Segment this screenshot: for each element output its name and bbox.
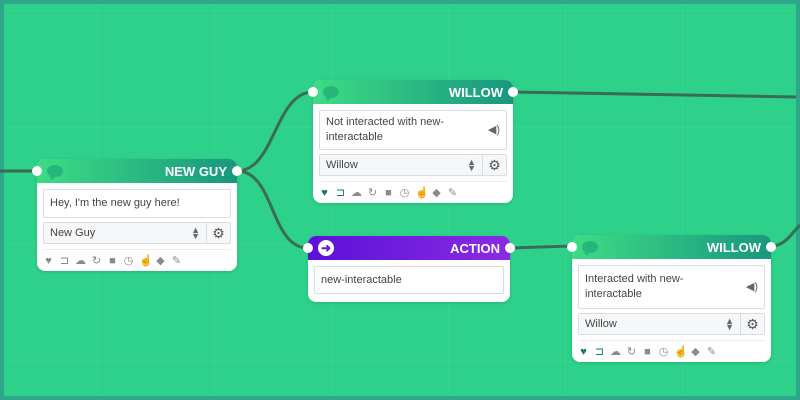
mic-icon[interactable]: ⊐ [594, 346, 605, 358]
action-text: new-interactable [321, 273, 402, 286]
refresh-icon[interactable]: ↻ [91, 255, 102, 267]
updown-icon: ▲▼ [467, 157, 476, 173]
tag-icon[interactable]: ◆ [691, 346, 700, 358]
settings-button[interactable]: ⚙ [741, 313, 765, 335]
dialogue-text: Hey, I'm the new guy here! [50, 197, 180, 209]
thought-icon[interactable]: ☁ [610, 346, 621, 358]
updown-icon: ▲▼ [191, 225, 200, 241]
pencil-icon[interactable]: ✎ [171, 255, 182, 267]
action-node[interactable]: ➜ ACTION new-interactable [303, 236, 515, 302]
heart-icon[interactable]: ♥ [321, 186, 328, 199]
refresh-icon[interactable]: ↻ [626, 346, 637, 358]
speaker-icon[interactable]: ◀) [745, 280, 758, 293]
node-title: ACTION [450, 240, 500, 256]
gear-icon: ⚙ [212, 225, 225, 241]
input-port[interactable] [567, 242, 577, 252]
pointer-icon[interactable]: ☝ [415, 187, 429, 199]
thought-icon[interactable]: ☁ [351, 187, 362, 199]
heart-icon[interactable]: ♥ [45, 254, 52, 267]
settings-button[interactable]: ⚙ [207, 222, 231, 244]
node-title: WILLOW [448, 84, 503, 100]
output-port[interactable] [505, 243, 515, 253]
settings-button[interactable]: ⚙ [483, 154, 507, 176]
speech-bubble-icon [47, 165, 63, 180]
tag-icon[interactable]: ◆ [432, 187, 441, 199]
output-port[interactable] [508, 87, 518, 97]
mic-icon[interactable]: ⊐ [59, 255, 70, 267]
speech-bubble-icon [582, 241, 598, 256]
gear-icon: ⚙ [746, 316, 759, 332]
action-text-field[interactable]: new-interactable [314, 266, 504, 294]
speaker-icon[interactable]: ◀) [487, 123, 500, 136]
tag-icon[interactable]: ◆ [156, 255, 165, 267]
mic-icon[interactable]: ⊐ [335, 187, 346, 199]
refresh-icon[interactable]: ↻ [367, 187, 378, 199]
pencil-icon[interactable]: ✎ [706, 346, 717, 358]
arrow-right-circle-icon: ➜ [318, 240, 334, 256]
node-title: WILLOW [706, 239, 761, 255]
output-port[interactable] [232, 166, 242, 176]
input-port[interactable] [303, 243, 313, 253]
dialogue-node-willow-bottom[interactable]: WILLOW Interacted with new-interactable … [567, 235, 776, 362]
clock-icon[interactable]: ◷ [658, 346, 669, 358]
updown-icon: ▲▼ [725, 316, 734, 332]
stop-icon[interactable]: ■ [385, 186, 392, 199]
clock-icon[interactable]: ◷ [123, 255, 134, 267]
dialogue-text-field[interactable]: Not interacted with new-interactable ◀) [319, 110, 507, 150]
node-title: NEW GUY [164, 163, 227, 179]
node-toolbar: ♥ ⊐ ☁ ↻ ■ ◷ ☝ ◆ ✎ [43, 249, 231, 267]
node-header[interactable]: NEW GUY [32, 159, 242, 183]
stop-icon[interactable]: ■ [644, 345, 651, 358]
heart-icon[interactable]: ♥ [580, 345, 587, 358]
input-port[interactable] [32, 166, 42, 176]
output-port[interactable] [766, 242, 776, 252]
input-port[interactable] [308, 87, 318, 97]
character-value: New Guy [50, 227, 96, 239]
node-header[interactable]: ➜ ACTION [303, 236, 515, 260]
speech-bubble-icon [323, 86, 339, 101]
character-select[interactable]: Willow ▲▼ [319, 154, 483, 176]
dialogue-node-willow-top[interactable]: WILLOW Not interacted with new-interacta… [308, 80, 518, 203]
pointer-icon[interactable]: ☝ [674, 346, 688, 358]
node-toolbar: ♥ ⊐ ☁ ↻ ■ ◷ ☝ ◆ ✎ [578, 340, 765, 358]
node-header[interactable]: WILLOW [308, 80, 518, 104]
character-select[interactable]: Willow ▲▼ [578, 313, 741, 335]
clock-icon[interactable]: ◷ [399, 187, 410, 199]
character-select[interactable]: New Guy ▲▼ [43, 222, 207, 244]
node-toolbar: ♥ ⊐ ☁ ↻ ■ ◷ ☝ ◆ ✎ [319, 181, 507, 199]
dialogue-text: Interacted with new-interactable [585, 273, 684, 300]
node-header[interactable]: WILLOW [567, 235, 776, 259]
gear-icon: ⚙ [488, 157, 501, 173]
pointer-icon[interactable]: ☝ [139, 255, 153, 267]
character-value: Willow [585, 318, 617, 330]
dialogue-text-field[interactable]: Interacted with new-interactable ◀) [578, 265, 765, 309]
character-value: Willow [326, 159, 358, 171]
dialogue-node-new-guy[interactable]: NEW GUY Hey, I'm the new guy here! New G… [32, 159, 242, 271]
thought-icon[interactable]: ☁ [75, 255, 86, 267]
dialogue-text: Not interacted with new-interactable [326, 116, 444, 143]
pencil-icon[interactable]: ✎ [447, 187, 458, 199]
dialogue-text-field[interactable]: Hey, I'm the new guy here! [43, 189, 231, 218]
stop-icon[interactable]: ■ [109, 254, 116, 267]
